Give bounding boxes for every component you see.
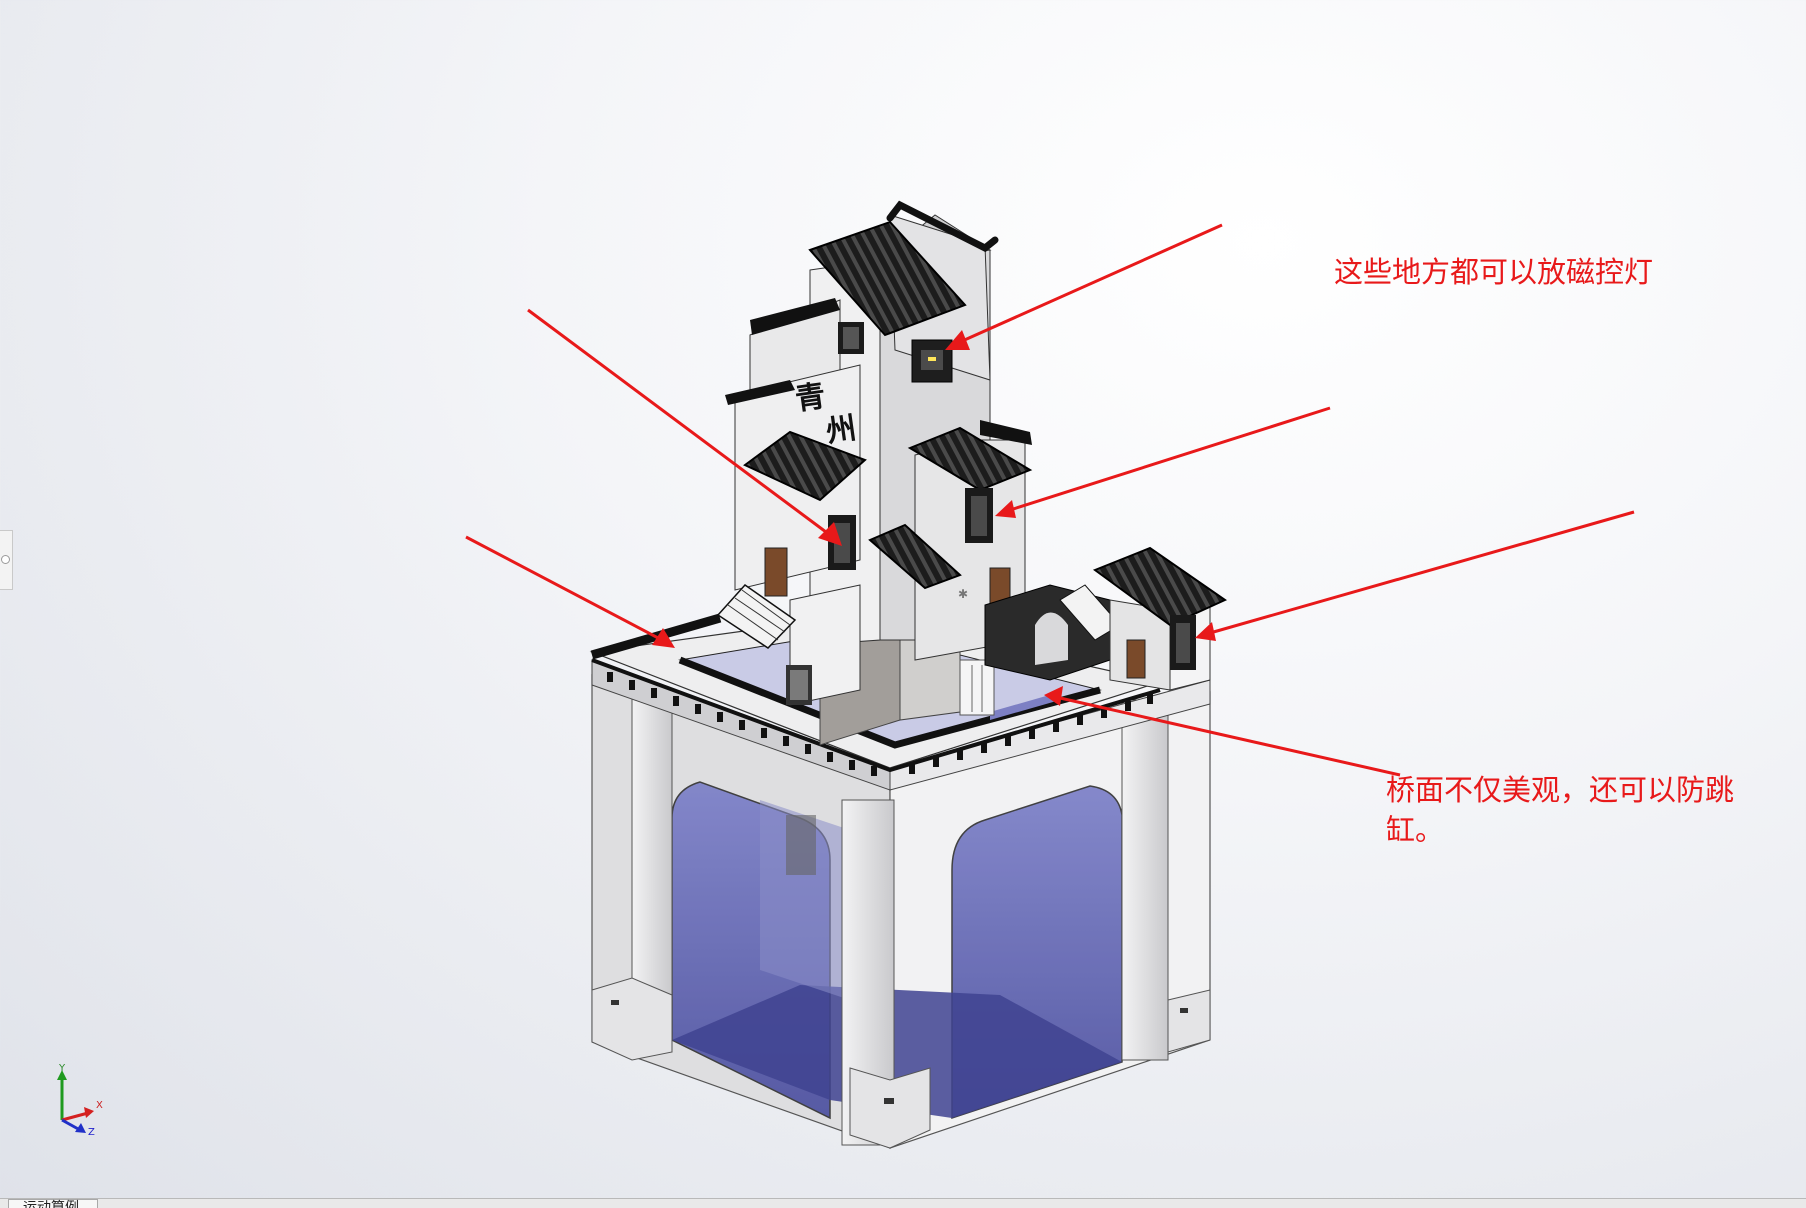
svg-text:✱: ✱ (958, 587, 968, 601)
arrow-top-window (945, 223, 1223, 350)
arrow-right-mid-window (995, 406, 1331, 518)
plaque-text: 青 州 (793, 379, 858, 450)
tab-motion-study[interactable]: 运动算例 (8, 1199, 98, 1208)
arrow-deck-left (465, 535, 675, 648)
plaque-char-1: 青 (793, 379, 828, 418)
arrow-bridge-right (1044, 686, 1401, 777)
right-pavilion (984, 546, 1228, 691)
bridge-annotation: 桥面不仅美观，还可以防跳 缸。 (1386, 773, 1735, 847)
arrow-pavilion-window (1195, 510, 1635, 641)
annotation-arrows (465, 223, 1635, 777)
plaque-char-2: 州 (824, 411, 859, 450)
triad-x-label: X (96, 1100, 103, 1111)
arrow-left-window (527, 308, 842, 546)
view-orientation-triad-icon[interactable]: Y X Z (48, 1058, 118, 1138)
bottom-tab-bar: 运动算例 (0, 1198, 1806, 1208)
triad-y-label: Y (58, 1063, 66, 1074)
triad-z-label: Z (88, 1127, 95, 1138)
panel-expand-handle-icon[interactable] (0, 530, 13, 590)
magnet-light-annotation: 这些地方都可以放磁控灯 (1334, 255, 1654, 289)
